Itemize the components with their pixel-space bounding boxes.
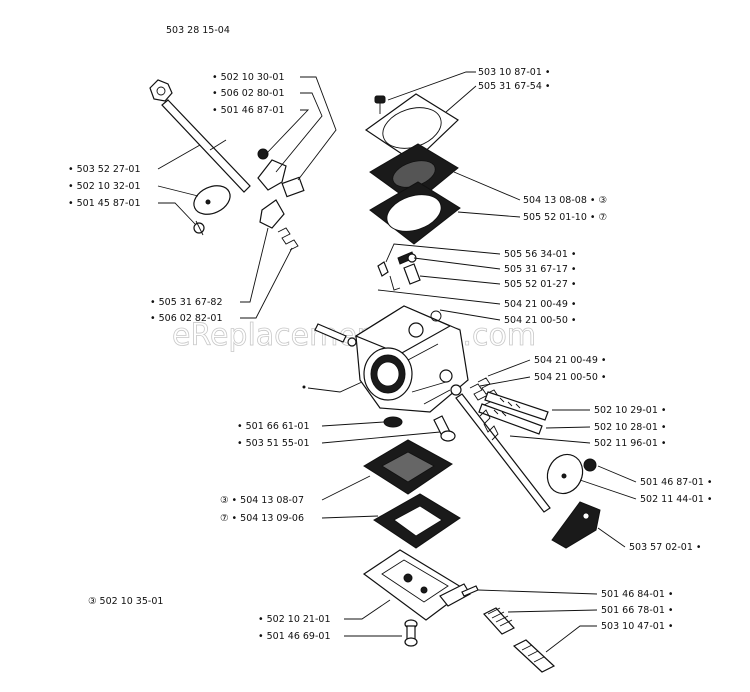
throttle-lever-part [257,148,305,198]
leader-dot-body [302,385,306,389]
metering-gasket-part [373,493,461,549]
label-505-56-34-01: 505 56 34-01 • [504,249,577,260]
throttle-valve-disc [193,185,231,215]
leader-501-46-84-01 [477,589,598,595]
label-504-21-00-50-top: 504 21 00-50 • [504,315,577,326]
diagram-code: 503 28 15-04 [166,25,230,36]
label-503-10-87-01: 503 10 87-01 • [478,67,551,78]
label-504-21-00-49-top: 504 21 00-49 • [504,299,577,310]
label-505-52-01-10: 505 52 01-10 • ⑦ [523,212,607,223]
idle-spring-part [483,607,515,635]
leader-504-13-09-06 [321,515,379,519]
choke-lever-part [551,501,601,549]
label-501-46-84-01: 501 46 84-01 • [601,589,674,600]
leader-504-13-08-07 [321,475,371,501]
leader-503-52-27-01 [157,144,201,170]
label-502-11-44-01: 502 11 44-01 • [640,494,713,505]
label-504-21-00-50-mid: 504 21 00-50 • [534,372,607,383]
pump-gasket-part [369,181,461,245]
pump-diaphragm-part [369,143,459,205]
metering-diaphragm-part [363,439,453,495]
idle-screw-part [512,639,556,673]
leader-505-52-01-27 [419,275,501,285]
leader-501-46-87-01-top [265,109,310,155]
leader-504-21-00-50-top [439,309,501,321]
leader-504-21-00-50-mid [479,376,531,387]
label-505-52-01-27: 505 52 01-27 • [504,279,577,290]
carburetor-body [354,305,469,413]
leader-502-10-21-01 [344,599,391,620]
leader-503-57-02-01 [597,527,626,548]
label-502-10-21-01: • 502 10 21-01 [258,614,331,625]
label-505-31-67-54: 505 31 67-54 • [478,81,551,92]
leader-506-02-82-01 [240,247,293,319]
leader-505-31-67-82 [240,227,269,303]
leader-505-52-01-10 [457,211,521,218]
choke-screw-part [583,458,597,472]
label-501-66-61-01: • 501 66 61-01 [237,421,310,432]
choke-valve-disc [546,453,584,495]
label-502-10-30-01: • 502 10 30-01 [212,72,285,83]
leader-504-21-00-49-top [377,289,501,305]
watermark-text: eReplacementParts.com [172,318,536,353]
label-501-66-78-01: 501 66 78-01 • [601,605,674,616]
leader-502-11-96-01 [509,435,591,444]
leader-503-51-55-01 [321,431,441,444]
leader-501-66-61-01 [321,421,385,427]
leader-504-13-08-08 [453,171,521,201]
choke-shaft-part [455,393,551,513]
label-502-11-96-01: 502 11 96-01 • [594,438,667,449]
label-502-10-32-01: • 502 10 32-01 [68,181,141,192]
leader-501-46-87-01-right [597,465,637,483]
leader-502-11-44-01 [579,479,637,500]
leader-506-02-80-01 [275,92,323,173]
throttle-shaft-part [149,79,251,193]
adjustment-screw-part [478,391,549,435]
leader-505-31-67-17 [413,257,501,270]
leader-505-56-34-01 [385,243,501,263]
fuel-fitting-part [314,323,357,347]
leader-carburetor-body [307,381,363,393]
label-503-51-55-01: • 503 51 55-01 [237,438,310,449]
label-501-46-87-01-right: 501 46 87-01 • [640,477,713,488]
pump-cover-screw [374,95,386,114]
label-503-57-02-01: 503 57 02-01 • [629,542,702,553]
leader-502-10-28-01 [545,426,591,429]
label-506-02-82-01: • 506 02 82-01 [150,313,223,324]
leader-503-10-87-01 [387,71,476,101]
label-503-10-47-01: 503 10 47-01 • [601,621,674,632]
label-501-46-69-01: • 501 46 69-01 [258,631,331,642]
small-screw-part [433,415,456,442]
leader-505-31-67-54 [445,85,477,113]
leader-502-10-32-01 [157,185,199,197]
label-505-31-67-82: • 505 31 67-82 [150,297,223,308]
leader-501-66-78-01 [507,609,598,613]
kit-note: ③ 502 10 35-01 [88,596,163,607]
label-502-10-29-01: 502 10 29-01 • [594,405,667,416]
metering-cover-part [362,549,471,621]
label-504-13-08-07: ③ • 504 13 08-07 [220,495,304,506]
label-504-21-00-49-mid: 504 21 00-49 • [534,355,607,366]
seal-washer-part [383,416,403,428]
label-506-02-80-01: • 506 02 80-01 [212,88,285,99]
label-504-13-08-08: 504 13 08-08 • ③ [523,195,607,206]
label-501-46-87-01-top: • 501 46 87-01 [212,105,285,116]
throttle-screw-part [193,220,205,236]
leader-502-10-30-01 [297,76,337,181]
leader-503-10-47-01 [545,625,597,653]
leader-504-21-00-49-mid [487,359,531,377]
inlet-needle-parts [377,251,421,291]
throttle-spring-part [259,199,299,251]
label-503-52-27-01: • 503 52 27-01 [68,164,141,175]
label-505-31-67-17: 505 31 67-17 • [504,264,577,275]
label-501-45-87-01: • 501 45 87-01 [68,198,141,209]
label-504-13-09-06: ⑦ • 504 13 09-06 [220,513,304,524]
cover-screw-part [404,619,418,647]
leader-501-45-87-01 [158,202,196,225]
label-502-10-28-01: 502 10 28-01 • [594,422,667,433]
